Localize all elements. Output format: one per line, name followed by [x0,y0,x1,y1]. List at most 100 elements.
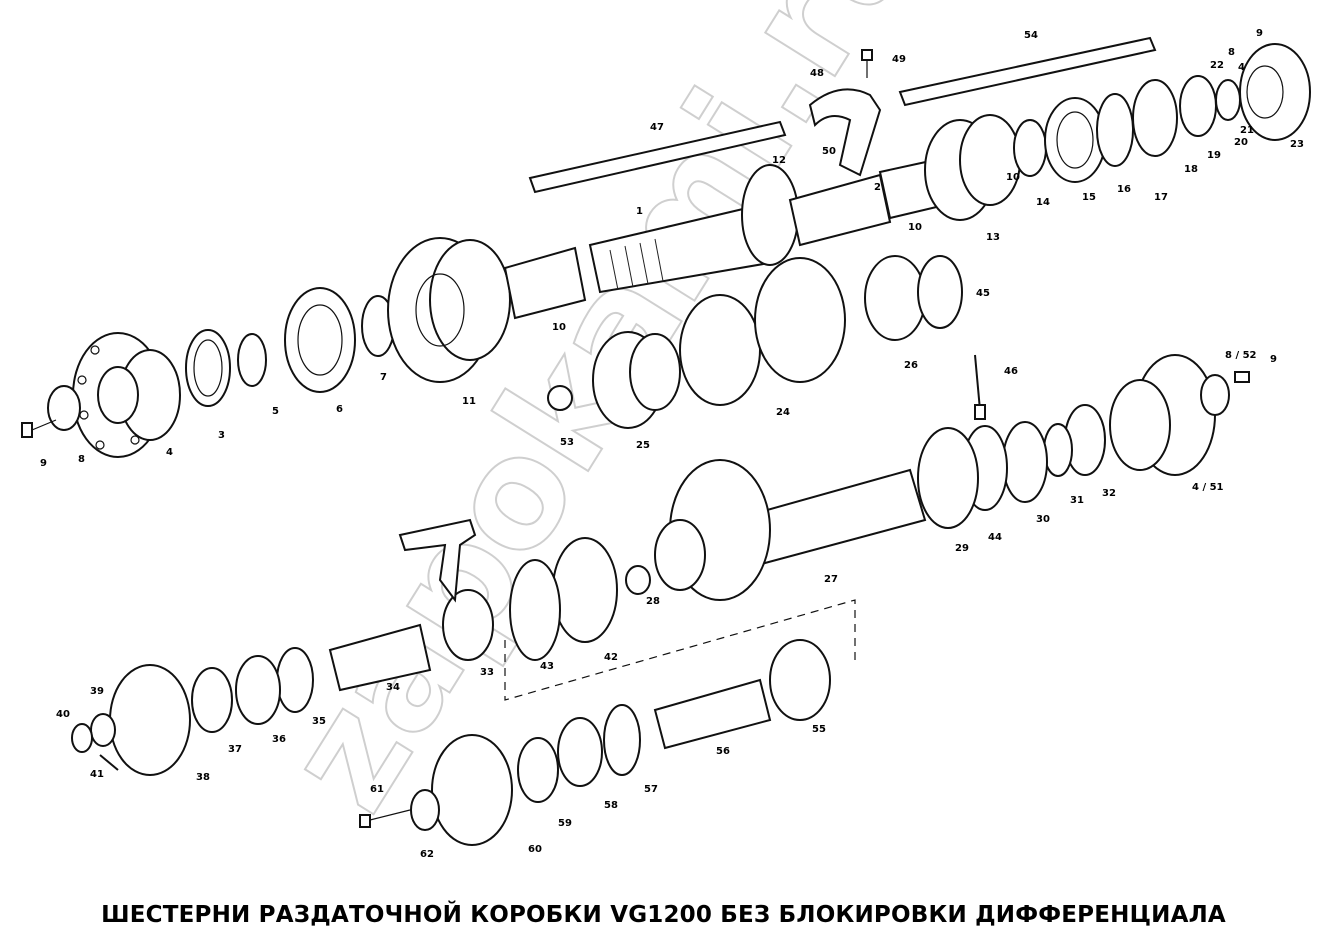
gear-part-13 [924,114,1021,221]
part-label: 53 [560,437,574,448]
part-label: 5 [272,406,279,417]
bearing-part-36 [235,655,281,725]
part-label: 18 [1184,164,1198,175]
part-label: 44 [988,532,1002,543]
part-label: 19 [1207,150,1221,161]
part-label: 10 [908,222,922,233]
bearing-part-25 [592,331,681,429]
part-label: 8 [78,454,85,465]
part-label: 7 [380,372,387,383]
part-label: 49 [892,54,906,65]
part-label: 9 [1270,354,1277,365]
part-label: 55 [812,724,826,735]
part-label: 54 [1024,30,1038,41]
dashed-alt-box [504,599,856,701]
part-label: 31 [1070,495,1084,506]
part-label: 10 [1006,172,1020,183]
part-label: 15 [1082,192,1096,203]
pin-part-46 [974,354,986,420]
cover-part-23 [1239,43,1311,141]
bearing-part-26 [864,255,926,341]
part-label: 60 [528,844,542,855]
lower-shaft-group [71,354,1250,846]
washer-part-62 [410,789,440,831]
diagram-title: ШЕСТЕРНИ РАЗДАТОЧНОЙ КОРОБКИ VG1200 БЕЗ … [101,902,1226,928]
hub-part-33 [442,589,494,661]
part-label: 4 / 51 [1192,482,1224,493]
ring-part-12 [741,164,799,266]
washer-part-39 [90,713,116,747]
flange-part-60 [431,734,513,846]
shaft-part-56 [653,678,772,750]
part-label: 24 [776,407,790,418]
ring-part-16 [1096,93,1134,167]
part-label: 43 [540,661,554,672]
part-label: 23 [1290,139,1304,150]
part-label: 56 [716,746,730,757]
part-label: 16 [1117,184,1131,195]
part-label: 47 [650,122,664,133]
part-label: 46 [1004,366,1018,377]
bearing-part-29 [917,427,979,529]
bearing-part-30 [1002,421,1048,503]
part-label: 59 [558,818,572,829]
flange-part-4-51 [1109,354,1216,476]
part-label: 32 [1102,488,1116,499]
part-label: 11 [462,396,476,407]
ring-part-59 [517,737,559,803]
part-label: 39 [90,686,104,697]
part-label: 58 [604,800,618,811]
part-label: 13 [986,232,1000,243]
shift-fork-part-48 [808,88,882,177]
hub-part-2 [788,173,892,247]
ring-part-31 [1043,423,1073,477]
ring-part-57 [603,704,641,776]
part-label: 2 [874,182,881,193]
shaft-part-34 [328,623,432,692]
part-label: 50 [822,146,836,157]
bolt-part-9 [21,419,57,438]
part-label: 35 [312,716,326,727]
part-label: 12 [772,155,786,166]
bolt-part-9-right [1234,371,1250,383]
snap-ring-part-5 [237,333,267,387]
gear-part-21 [1215,79,1241,121]
pin-part-41 [99,754,119,771]
part-label: 10 [552,322,566,333]
part-label: 14 [1036,197,1050,208]
part-label: 3 [218,430,225,441]
part-label: 40 [56,709,70,720]
output-shaft-part-27 [654,459,927,601]
gear-part-11 [387,237,511,383]
part-label: 26 [904,360,918,371]
part-label: 37 [228,744,242,755]
part-label: 30 [1036,514,1050,525]
bearing-part-58 [557,717,603,787]
part-label: 1 [636,206,643,217]
cap-part-53 [547,385,573,411]
ring-part-45 [917,255,963,329]
hub-part-55 [769,639,831,721]
bearing-part-42 [552,537,618,643]
part-label: 29 [955,543,969,554]
part-label: 9 [40,458,47,469]
part-label: 38 [196,772,210,783]
ring-part-37 [191,667,233,733]
part-label: 34 [386,682,400,693]
pin-part-49 [861,49,873,78]
part-label: 27 [824,574,838,585]
nut-part-40 [71,723,93,753]
upper-shaft-group [21,36,1311,458]
washer-part-8 [47,385,81,431]
ring-part-43 [509,559,561,661]
ring-part-3 [185,329,231,407]
washer-part-8-52 [1200,374,1230,416]
part-label: 21 [1240,125,1254,136]
spacer-part-28 [625,565,651,595]
ring-part-35 [276,647,314,713]
part-label: 28 [646,596,660,607]
part-label: 45 [976,288,990,299]
part-label: 20 [1234,137,1248,148]
